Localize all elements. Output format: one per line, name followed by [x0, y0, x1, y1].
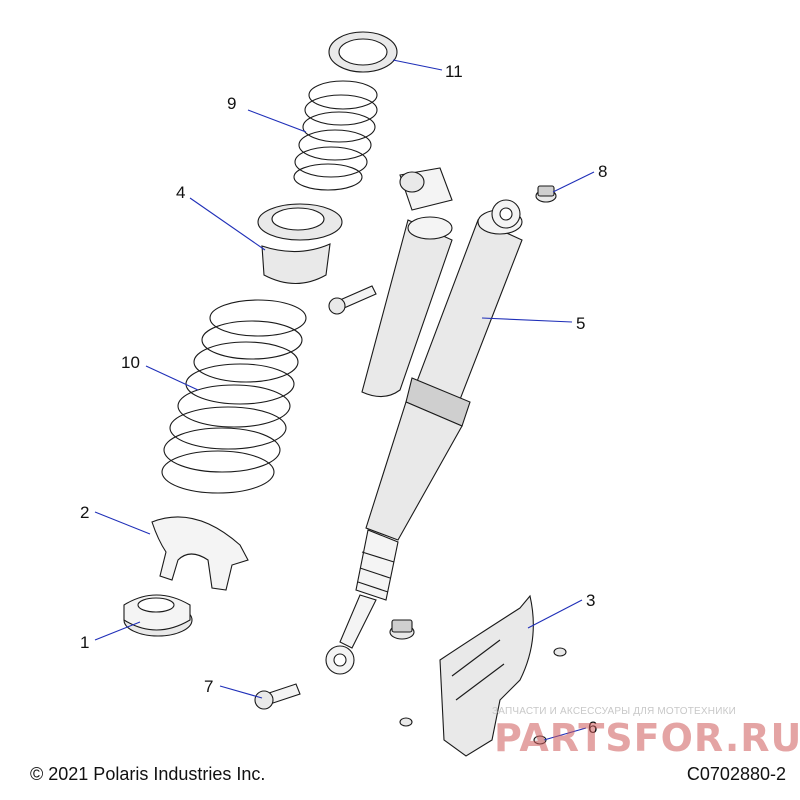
part-10-main-spring — [161, 299, 307, 494]
part-3-guard-shield — [439, 594, 534, 757]
leader-11 — [392, 59, 443, 71]
leader-2 — [94, 511, 151, 535]
callout-5: 5 — [576, 314, 585, 333]
callout-7: 7 — [204, 677, 213, 696]
leader-9 — [247, 109, 307, 133]
screw-a — [553, 647, 567, 657]
callout-1: 1 — [80, 633, 89, 652]
part-4-spring-adapter — [257, 203, 343, 284]
callout-9: 9 — [227, 94, 236, 113]
part-9-tender-spring — [293, 80, 378, 191]
part-5-shock-absorber — [325, 167, 523, 675]
leader-1 — [94, 621, 141, 641]
watermark-tagline: ЗАПЧАСТИ И АКСЕССУАРЫ ДЛЯ МОТОТЕХНИКИ — [492, 706, 737, 717]
diagram-code: C0702880-2 — [686, 764, 786, 784]
screw-b — [399, 717, 413, 727]
part-8-flange-nut — [535, 185, 557, 203]
leader-4 — [189, 197, 266, 251]
lower-nut — [389, 619, 415, 640]
leader-3 — [527, 599, 583, 629]
leader-6 — [543, 727, 587, 741]
part-7-bolt — [254, 683, 301, 710]
leader-7 — [219, 685, 263, 699]
part-1-spring-seat — [123, 594, 193, 637]
callout-2: 2 — [80, 503, 89, 522]
leader-8 — [552, 171, 595, 193]
leader-10 — [145, 365, 199, 391]
callout-3: 3 — [586, 591, 595, 610]
part-2-spring-clip — [151, 516, 249, 591]
callout-10: 10 — [121, 353, 140, 372]
part-11-washer — [328, 31, 398, 73]
leader-5 — [481, 317, 573, 323]
callout-6: 6 — [588, 718, 597, 737]
copyright-notice: © 2021 Polaris Industries Inc. — [30, 764, 266, 784]
watermark-brand: PARTSFOR.RU — [494, 716, 800, 760]
callout-11: 11 — [445, 62, 463, 81]
upper-mount-bolt — [328, 285, 377, 315]
callout-4: 4 — [176, 183, 185, 202]
callout-8: 8 — [598, 162, 607, 181]
